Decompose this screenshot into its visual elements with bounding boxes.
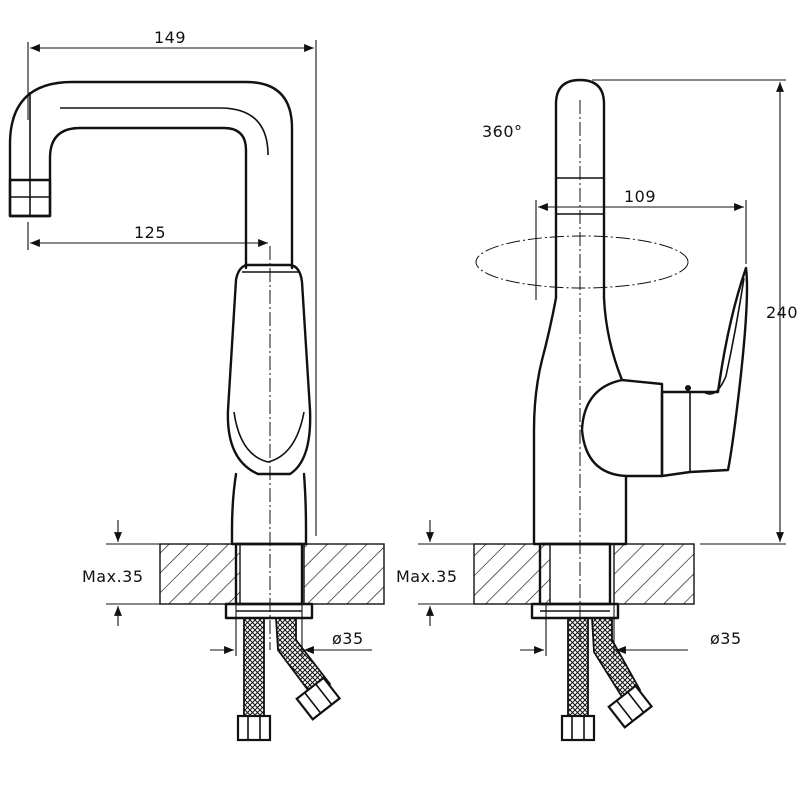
side-body xyxy=(530,296,664,620)
side-handle-reach-dimension: 109 xyxy=(535,187,747,300)
front-spout-reach-label: 125 xyxy=(134,223,166,242)
front-overall-width-dimension: 149 xyxy=(27,28,317,536)
side-countertop xyxy=(473,543,695,605)
front-hoses xyxy=(236,617,342,742)
front-countertop xyxy=(159,543,385,605)
front-max-thickness-dimension: Max.35 xyxy=(82,520,160,626)
side-view: 360° xyxy=(396,78,798,742)
side-height-dimension: 240 xyxy=(592,79,798,545)
front-view: 149 125 Max.35 ø35 xyxy=(8,28,385,742)
front-hole-diameter-dimension: ø35 xyxy=(210,604,372,656)
rotation-ellipse xyxy=(475,235,689,289)
front-spout-reach-dimension: 125 xyxy=(27,222,268,250)
front-hole-diameter-label: ø35 xyxy=(332,629,364,648)
rotation-label: 360° xyxy=(482,122,523,141)
side-max-thickness-label: Max.35 xyxy=(396,567,458,586)
side-handle-reach-label: 109 xyxy=(624,187,656,206)
side-hole-diameter-dimension: ø35 xyxy=(520,604,742,656)
front-max-thickness-label: Max.35 xyxy=(82,567,144,586)
front-body xyxy=(224,472,314,620)
side-hole-diameter-label: ø35 xyxy=(710,629,742,648)
side-height-label: 240 xyxy=(766,303,798,322)
front-handle xyxy=(226,263,312,476)
front-overall-width-label: 149 xyxy=(154,28,186,47)
front-spout xyxy=(8,80,294,270)
side-lever xyxy=(660,266,749,478)
side-max-thickness-dimension: Max.35 xyxy=(396,520,474,626)
side-hoses xyxy=(560,617,654,742)
